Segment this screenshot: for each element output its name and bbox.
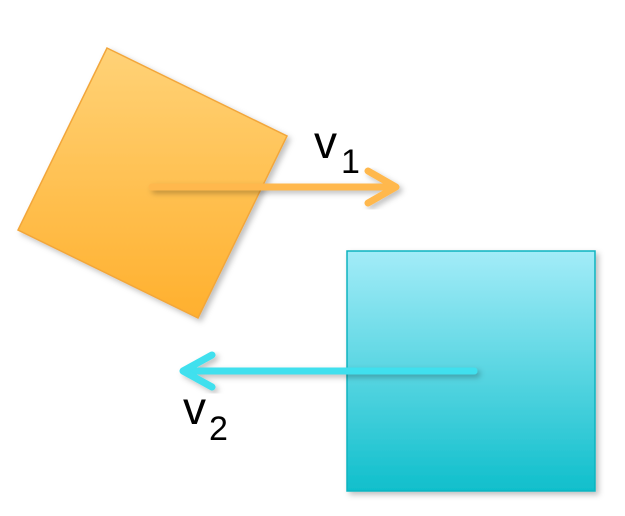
velocity-arrow-v1	[148, 167, 400, 207]
velocity-arrow-v2	[179, 351, 478, 391]
velocity-arrow-v1-head	[364, 167, 400, 207]
label-v1: v	[314, 116, 337, 168]
label-v2: v	[183, 382, 206, 434]
label-v2-main: v	[183, 382, 206, 434]
label-v1-main: v	[314, 116, 337, 168]
label-v2-subscript: 2	[209, 410, 228, 448]
label-v1-subscript: 1	[341, 143, 360, 181]
object-1-square	[16, 46, 289, 320]
velocity-arrow-v2-head	[179, 351, 216, 391]
